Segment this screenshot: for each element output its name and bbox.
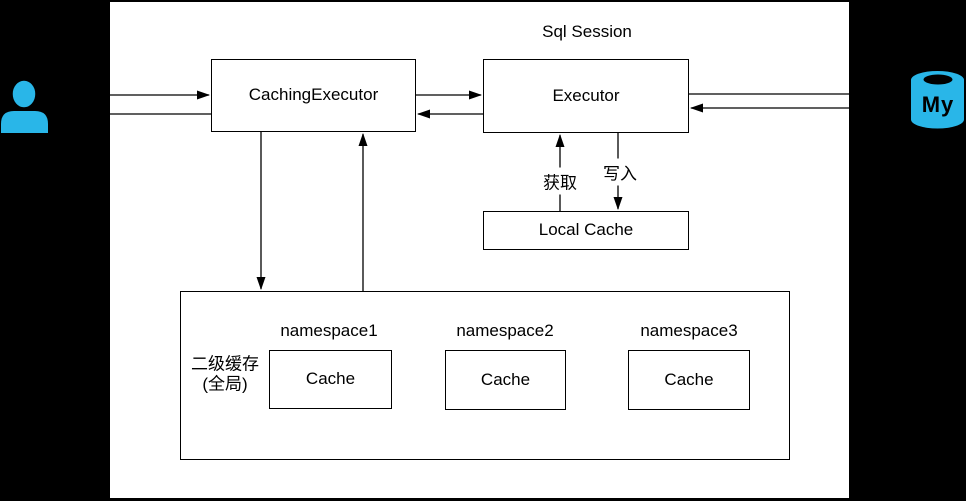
namespace3-cache-label: Cache	[664, 369, 714, 389]
secondary-cache-label-line1: 二级缓存	[191, 354, 259, 374]
user-icon-body	[1, 111, 48, 133]
namespace2-cache-node: Cache	[445, 350, 566, 410]
namespace1-cache-node: Cache	[269, 350, 392, 409]
namespace1-label: namespace1	[280, 321, 378, 340]
executor-node: Executor	[483, 59, 689, 133]
caching-executor-node: CachingExecutor	[211, 59, 416, 132]
local-cache-label: Local Cache	[538, 220, 634, 240]
mysql-cylinder-opening	[923, 74, 953, 85]
namespace2-label: namespace2	[456, 321, 554, 340]
mysql-database-icon: My	[911, 71, 964, 129]
mysql-label: My	[922, 92, 955, 117]
executor-label: Executor	[552, 85, 620, 105]
caching-executor-label: CachingExecutor	[248, 85, 379, 105]
secondary-cache-label: 二级缓存 (全局)	[191, 355, 259, 394]
secondary-cache-label-line2: (全局)	[202, 374, 248, 393]
local-cache-node: Local Cache	[483, 211, 689, 250]
namespace2-cache-label: Cache	[480, 369, 531, 389]
edge-label-get: 获取	[540, 167, 580, 195]
user-icon	[1, 78, 48, 133]
sql-session-label: Sql Session	[542, 22, 632, 41]
user-icon-head	[9, 78, 39, 111]
edge-label-write: 写入	[600, 158, 640, 186]
namespace1-cache-label: Cache	[305, 369, 356, 389]
namespace3-cache-node: Cache	[628, 350, 750, 410]
mysql-cylinder	[911, 71, 964, 129]
namespace3-label: namespace3	[640, 321, 738, 340]
